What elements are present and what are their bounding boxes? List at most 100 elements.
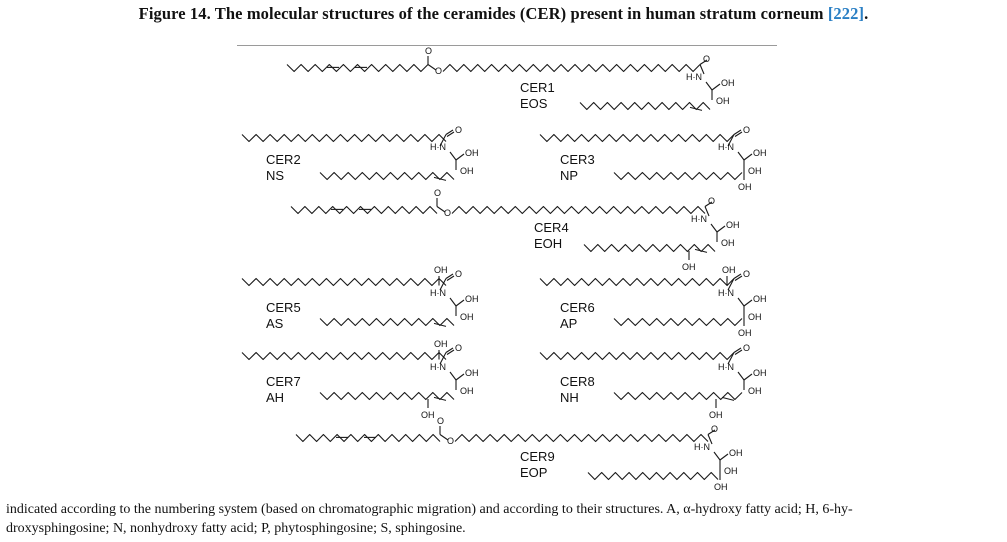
- linoleate-chain: [290, 205, 438, 215]
- ceramide-code-4: EOH: [534, 236, 562, 251]
- sphingoid-chain: [319, 317, 455, 327]
- tertiary-hydroxy: OH: [714, 482, 728, 492]
- primary-hydroxy: OH: [729, 448, 743, 458]
- double-bond: [689, 106, 703, 111]
- ceramide-code-9: EOP: [520, 465, 547, 480]
- ester-oxygen: O: [447, 436, 454, 446]
- sphingoid-bond: [713, 451, 721, 461]
- amide-nitrogen: H·N: [430, 288, 446, 298]
- amide-nitrogen: H·N: [430, 362, 446, 372]
- ester-carbonyl-oxygen: O: [434, 188, 441, 198]
- carbonyl-oxygen: O: [455, 125, 462, 135]
- secondary-hydroxy: OH: [748, 386, 762, 396]
- ceramide-name-3: CER3: [560, 152, 595, 167]
- sphingoid-bond: [743, 299, 753, 307]
- caption-title-main: Figure 14. The molecular structures of t…: [138, 4, 828, 23]
- secondary-hydroxy: OH: [748, 312, 762, 322]
- ceramide-name-4: CER4: [534, 220, 569, 235]
- sphingoid-bond: [743, 153, 753, 161]
- ester-bond: [439, 434, 449, 441]
- caption-body-line-1: indicated according to the numbering sys…: [6, 502, 853, 517]
- amide-bond: [439, 134, 447, 147]
- primary-hydroxy: OH: [753, 368, 767, 378]
- ceramide-name-8: CER8: [560, 374, 595, 389]
- ester-carbonyl-oxygen: O: [425, 46, 432, 56]
- fatty-acyl-chain: [539, 133, 735, 143]
- double-bond: [433, 396, 447, 401]
- ceramide-code-5: AS: [266, 316, 284, 331]
- omega-hydroxy-acyl-chain: [451, 205, 706, 215]
- linoleate-chain: [295, 433, 441, 443]
- ester-carbonyl-oxygen: O: [437, 416, 444, 426]
- ceramide-code-8: NH: [560, 390, 579, 405]
- caption-title-end: .: [864, 4, 869, 23]
- sphingoid-chain: [319, 391, 455, 401]
- primary-hydroxy: OH: [726, 220, 740, 230]
- sphingoid-bond: [455, 153, 465, 161]
- secondary-hydroxy: OH: [460, 312, 474, 322]
- carbonyl-bond: [733, 273, 742, 279]
- carbonyl-double-bond: [446, 275, 455, 281]
- carbonyl-bond: [704, 201, 713, 207]
- carbonyl-double-bond: [734, 131, 743, 137]
- double-bond: [433, 176, 447, 181]
- amide-bond: [439, 352, 447, 365]
- alpha-hydroxy-group: OH: [434, 339, 448, 349]
- ceramide-name-2: CER2: [266, 152, 301, 167]
- sphingoid-chain: [579, 101, 711, 111]
- primary-hydroxy: OH: [753, 294, 767, 304]
- amide-bond: [699, 64, 705, 75]
- amide-nitrogen: H·N: [686, 72, 702, 82]
- fatty-acyl-chain: [539, 351, 735, 361]
- sphingoid-chain: [613, 171, 743, 181]
- ester-bond: [427, 64, 437, 71]
- carbonyl-double-bond: [734, 275, 743, 281]
- amide-bond: [727, 278, 735, 291]
- omega-hydroxy-acyl-chain: [442, 63, 701, 73]
- sphingoid-chain: [583, 243, 716, 253]
- double-bond: [433, 322, 447, 327]
- carbonyl-oxygen: O: [455, 269, 462, 279]
- amide-bond: [727, 134, 735, 147]
- double-bond: [721, 396, 735, 401]
- carbonyl-oxygen: O: [743, 125, 750, 135]
- carbonyl-bond: [733, 129, 742, 135]
- sphingoid-bond: [449, 371, 457, 381]
- amide-bond: [707, 434, 713, 445]
- carbonyl-double-bond: [446, 131, 455, 137]
- ceramide-code-1: EOS: [520, 96, 548, 111]
- ceramide-name-6: CER6: [560, 300, 595, 315]
- carbonyl-bond: [733, 347, 742, 353]
- ceramide-name-9: CER9: [520, 449, 555, 464]
- carbonyl-double-bond: [734, 349, 743, 355]
- figure-caption-title: Figure 14. The molecular structures of t…: [0, 4, 1007, 24]
- carbonyl-oxygen: O: [708, 196, 715, 206]
- fatty-acyl-chain: [241, 133, 447, 143]
- carbonyl-oxygen: O: [743, 269, 750, 279]
- amide-nitrogen: H·N: [694, 442, 710, 452]
- ceramide-code-7: AH: [266, 390, 284, 405]
- sphingoid-bond: [737, 371, 745, 381]
- secondary-hydroxy: OH: [748, 166, 762, 176]
- linoleate-chain: [286, 63, 429, 73]
- amide-bond: [704, 206, 710, 217]
- secondary-hydroxy: OH: [460, 166, 474, 176]
- alpha-hydroxy-group: OH: [722, 265, 736, 275]
- caption-body-line-2: droxysphingosine; N, nonhydroxy fatty ac…: [6, 521, 466, 536]
- sphingoid-bond: [737, 151, 745, 161]
- amide-nitrogen: H·N: [718, 362, 734, 372]
- primary-hydroxy: OH: [721, 78, 735, 88]
- reference-link[interactable]: [222]: [827, 4, 865, 23]
- sphingoid-bond: [710, 223, 718, 233]
- carbonyl-double-bond: [446, 349, 455, 355]
- sphingoid-bond: [449, 151, 457, 161]
- omega-hydroxy-acyl-chain: [454, 433, 709, 443]
- primary-hydroxy: OH: [465, 148, 479, 158]
- tertiary-hydroxy: OH: [738, 182, 752, 192]
- ceramide-name-7: CER7: [266, 374, 301, 389]
- amide-nitrogen: H·N: [718, 142, 734, 152]
- amide-nitrogen: H·N: [718, 288, 734, 298]
- amide-nitrogen: H·N: [691, 214, 707, 224]
- sphingoid-bond: [449, 297, 457, 307]
- amide-bond: [727, 352, 735, 365]
